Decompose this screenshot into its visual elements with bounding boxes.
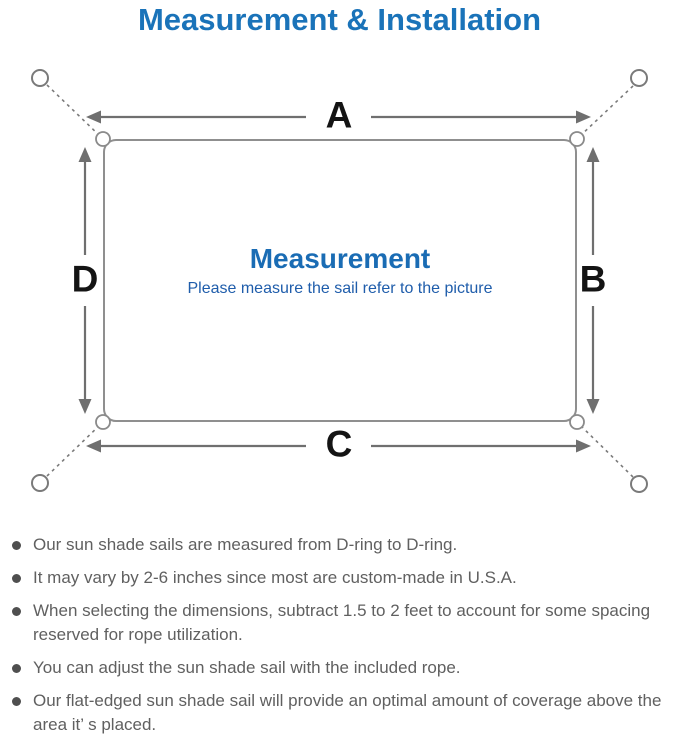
d-ring-top-right-icon (569, 131, 585, 147)
arrow-down-icon (78, 399, 92, 414)
rope-top-right-icon (578, 85, 634, 138)
arrow-left-icon (86, 110, 101, 124)
bullet-icon (12, 574, 21, 583)
d-ring-bottom-left-icon (95, 414, 111, 430)
note-text: It may vary by 2-6 inches since most are… (33, 568, 517, 587)
dashed-rope-lines (46, 84, 634, 478)
arrow-left-icon (86, 439, 101, 453)
bullet-icon (12, 664, 21, 673)
measure-arrows (78, 110, 600, 453)
dim-label-d: D (71, 258, 99, 300)
note-text: Our sun shade sails are measured from D-… (33, 535, 458, 554)
d-ring-bottom-right-icon (569, 414, 585, 430)
sail-measurement-diagram (31, 69, 648, 493)
anchor-ring-bottom-left-icon (31, 474, 49, 492)
page-title: Measurement & Installation (137, 2, 542, 37)
arrow-up-icon (78, 147, 92, 162)
arrow-down-icon (586, 399, 600, 414)
anchor-ring-top-left-icon (31, 69, 49, 87)
rope-bottom-left-icon (46, 423, 102, 477)
rope-top-left-icon (46, 84, 102, 138)
bullet-icon (12, 541, 21, 550)
list-item: Our flat-edged sun shade sail will provi… (12, 689, 671, 737)
list-item: When selecting the dimensions, subtract … (12, 599, 671, 647)
list-item: Our sun shade sails are measured from D-… (12, 533, 671, 557)
arrow-up-icon (586, 147, 600, 162)
d-ring-top-left-icon (95, 131, 111, 147)
dim-label-c: C (325, 423, 353, 465)
notes-list: Our sun shade sails are measured from D-… (0, 533, 679, 739)
center-caption-subtitle: Please measure the sail refer to the pic… (187, 280, 493, 297)
anchor-ring-bottom-right-icon (630, 475, 648, 493)
bullet-icon (12, 697, 21, 706)
center-caption: Measurement Please measure the sail refe… (104, 243, 576, 298)
arrow-right-icon (576, 110, 591, 124)
bullet-icon (12, 607, 21, 616)
list-item: You can adjust the sun shade sail with t… (12, 656, 671, 680)
dim-label-b: B (579, 258, 607, 300)
note-text: Our flat-edged sun shade sail will provi… (33, 691, 662, 734)
rope-bottom-right-icon (578, 423, 634, 478)
note-text: You can adjust the sun shade sail with t… (33, 658, 461, 677)
arrow-right-icon (576, 439, 591, 453)
center-caption-title: Measurement (249, 243, 431, 274)
anchor-ring-top-right-icon (630, 69, 648, 87)
corner-d-rings (95, 131, 585, 430)
note-text: When selecting the dimensions, subtract … (33, 601, 651, 644)
anchor-rings (31, 69, 648, 493)
list-item: It may vary by 2-6 inches since most are… (12, 566, 671, 590)
sail-outline (103, 139, 577, 422)
dim-label-a: A (325, 94, 353, 136)
